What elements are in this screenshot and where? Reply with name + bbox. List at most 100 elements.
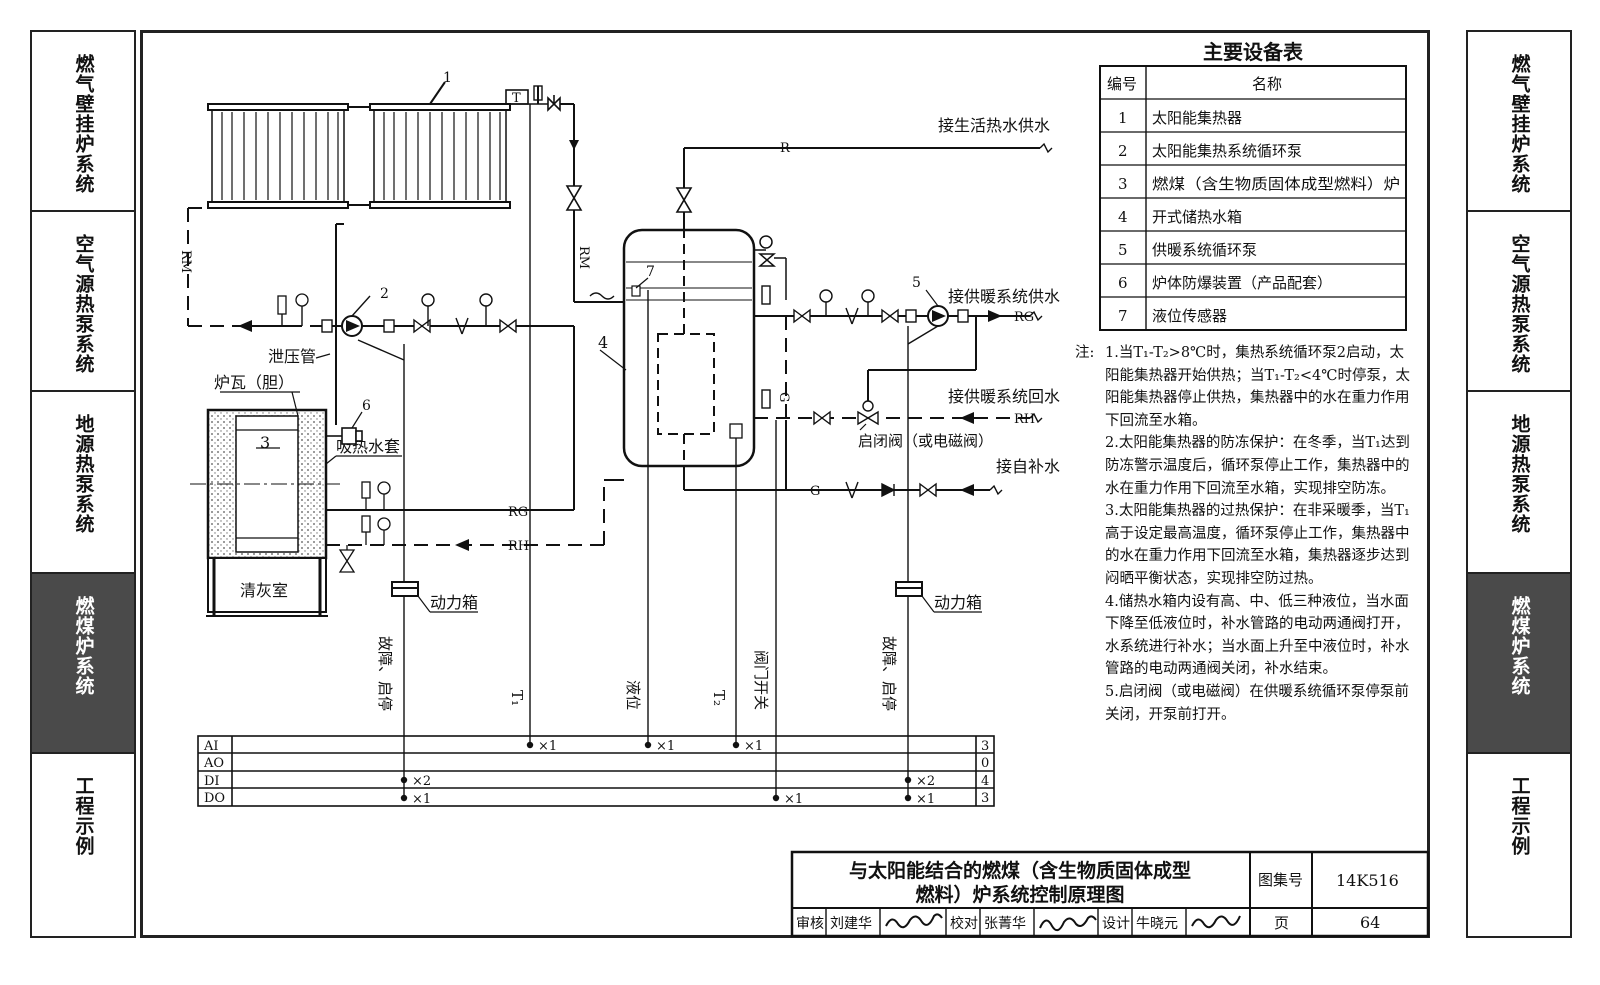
equipment-row-4-no: 4: [1118, 208, 1128, 226]
heating-return-line: [754, 412, 1043, 424]
makeup-water-label: 接自补水: [996, 457, 1060, 476]
equipment-row-2-no: 2: [1118, 142, 1128, 160]
io-row-ai: AI: [203, 739, 219, 754]
right-tab-air-source[interactable]: 空气源热泵系统: [1468, 212, 1570, 392]
io-total-ai: 3: [981, 739, 989, 754]
right-tab-gas-boiler[interactable]: 燃气壁挂炉系统: [1468, 32, 1570, 212]
drawing-frame: [140, 30, 1430, 938]
io-mark-do-right: ×1: [916, 792, 935, 807]
equipment-row-1-no: 1: [1118, 109, 1128, 127]
io-mark-di-left: ×2: [412, 774, 431, 789]
note-4: 4.储热水箱内设有高、中、低三种液位，当水面下降至低液位时，补水管路的电动两通阀…: [1105, 593, 1410, 678]
right-tab-ground-source[interactable]: 地源热泵系统: [1468, 392, 1570, 574]
furnace-rg-rh: [326, 326, 624, 546]
pipe-g-label-vertical: G: [776, 392, 791, 402]
power-box-label-left: 动力箱: [430, 593, 478, 612]
page-label: 页: [1274, 914, 1289, 932]
right-side-nav: 燃气壁挂炉系统 空气源热泵系统 地源热泵系统 燃煤炉系统 工程示例: [1466, 30, 1572, 938]
power-box-left: [357, 339, 419, 597]
signal-valve-switch: 阀门开关: [752, 650, 770, 710]
io-row-do: DO: [204, 791, 225, 806]
item-number-5: 5: [912, 275, 921, 291]
left-tab-air-source[interactable]: 空气源热泵系统: [32, 212, 134, 392]
item-number-6: 6: [362, 398, 371, 414]
io-total-di: 4: [981, 774, 989, 789]
io-mark-di-right: ×2: [916, 774, 935, 789]
review-label: 审核: [796, 916, 824, 932]
page-number: 64: [1360, 913, 1380, 932]
equipment-header-no: 编号: [1107, 75, 1137, 93]
check-label: 校对: [950, 915, 978, 932]
left-tab-project-example[interactable]: 工程示例: [72, 776, 95, 856]
signal-level: 液位: [624, 680, 642, 710]
signal-lines: [403, 104, 909, 798]
pipe-rm-label-right: RM: [576, 246, 591, 269]
equipment-table: [1099, 65, 1407, 331]
note-1: 1.当T₁-T₂>8℃时，集热系统循环泵2启动，太阳能集热器开始供热；当T₁-T…: [1105, 345, 1410, 429]
item-number-4: 4: [598, 333, 608, 352]
reviewer-name: 刘建华: [830, 916, 872, 932]
right-tab-project-example[interactable]: 工程示例: [1508, 776, 1531, 856]
furnace-liner-label: 炉瓦（胆）: [214, 373, 294, 392]
equipment-row-6-no: 6: [1118, 274, 1128, 292]
left-tab-gas-boiler[interactable]: 燃气壁挂炉系统: [32, 32, 134, 212]
signal-t1: T₁: [508, 690, 526, 706]
equipment-row-5-no: 5: [1118, 241, 1128, 259]
pipe-rg-label-left: RG: [508, 505, 528, 520]
signal-fault-right: 故障、启停: [880, 636, 898, 711]
equipment-row-2-name: 太阳能集热系统循环泵: [1152, 142, 1302, 160]
heating-return-label: 接供暖系统回水: [948, 387, 1060, 406]
io-table: [197, 735, 995, 807]
io-mark-do-left: ×1: [412, 792, 431, 807]
io-row-ao: AO: [203, 756, 224, 771]
design-label: 设计: [1102, 916, 1130, 932]
pipe-rm-label-left: RM: [178, 250, 193, 273]
furnace-3: [190, 408, 340, 617]
drawing-title-line2: 燃料）炉系统控制原理图: [915, 883, 1124, 906]
equipment-row-7-name: 液位传感器: [1152, 307, 1227, 325]
equipment-row-4-name: 开式储热水箱: [1152, 208, 1242, 226]
solar-collectors: [207, 81, 511, 209]
left-tab-coal-furnace[interactable]: 燃煤炉系统: [32, 574, 134, 754]
power-box-right: [895, 325, 939, 597]
note-5: 5.启闭阀（或电磁阀）在供暖系统循环泵停泵前关闭，开泵前打开。: [1105, 683, 1409, 723]
io-mark-ai-t1: ×1: [538, 739, 557, 754]
notes-block: 注: 1.当T₁-T₂>8℃时，集热系统循环泵2启动，太阳能集热器开始供热；当T…: [1075, 342, 1413, 726]
domestic-hot-water-line: [683, 142, 1053, 230]
equipment-header-name: 名称: [1252, 75, 1282, 93]
equipment-row-6-name: 炉体防爆装置（产品配套）: [1152, 274, 1332, 292]
left-tab-ground-source[interactable]: 地源热泵系统: [32, 392, 134, 574]
pipe-g-label: G: [810, 484, 820, 499]
pipe-rh-label-right: RH: [1014, 412, 1035, 427]
io-row-di: DI: [204, 774, 220, 789]
domestic-hot-water-label: 接生活热水供水: [938, 116, 1050, 135]
sensor-t-label: T: [512, 91, 521, 106]
equipment-row-1-name: 太阳能集热器: [1152, 109, 1242, 127]
notes-label: 注:: [1075, 345, 1095, 361]
pipe-r-label: R: [780, 141, 791, 156]
pressure-relief-pipe: [335, 223, 344, 425]
power-box-label-right: 动力箱: [934, 593, 982, 612]
item-number-3: 3: [260, 433, 270, 452]
left-side-nav: 燃气壁挂炉系统 空气源热泵系统 地源热泵系统 燃煤炉系统 工程示例: [30, 30, 136, 938]
title-block: [790, 850, 1430, 938]
designer-name: 牛晓元: [1136, 916, 1178, 932]
pipe-rg-label-right: RG: [1014, 310, 1034, 325]
io-mark-do-valve: ×1: [784, 792, 803, 807]
note-3: 3.太阳能集热器的过热保护：在非采暖季，当T₁高于设定最高温度，循环泵停止工作，…: [1105, 503, 1410, 587]
vent-valve: [547, 95, 561, 112]
pipe-rh-label-left: RH: [508, 539, 529, 554]
storage-tank-4: [622, 228, 756, 470]
item-number-2: 2: [380, 286, 389, 302]
equipment-table-title: 主要设备表: [1203, 40, 1303, 64]
equipment-row-5-name: 供暖系统循环泵: [1152, 241, 1257, 259]
io-total-do: 3: [981, 791, 989, 806]
explosion-device-6: [326, 427, 363, 445]
io-mark-ai-level: ×1: [656, 739, 675, 754]
equipment-row-3-name: 燃煤（含生物质固体成型燃料）炉: [1152, 175, 1400, 193]
right-tab-coal-furnace[interactable]: 燃煤炉系统: [1468, 574, 1570, 754]
reviewer-signature: [885, 913, 943, 929]
gate-valve-rm: [565, 185, 583, 211]
flow-arrow: [569, 140, 579, 150]
